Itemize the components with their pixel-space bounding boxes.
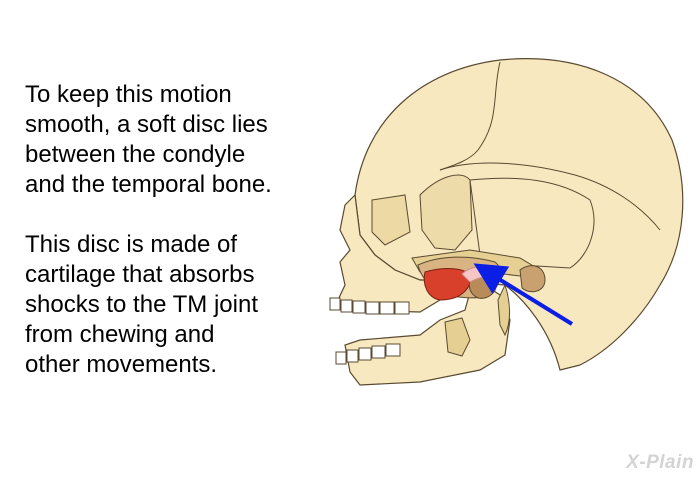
eye-orbit: [371, 194, 411, 246]
joint-muscle: [423, 268, 473, 301]
disc-pointer-arrow: [473, 263, 574, 326]
x-plain-logo: X-Plain: [626, 452, 694, 473]
zygomatic-bone: [419, 174, 473, 251]
lower-teeth: [335, 343, 401, 365]
temporal-region: [469, 177, 595, 269]
explanation-text: To keep this motion smooth, a soft disc …: [25, 80, 325, 380]
mandible-foramen: [444, 317, 471, 357]
paragraph-disc-function: This disc is made of cartilage that abso…: [25, 231, 258, 378]
ear-canal: [519, 265, 546, 293]
paragraph-disc-location: To keep this motion smooth, a soft disc …: [25, 81, 272, 198]
upper-teeth: [329, 297, 410, 315]
